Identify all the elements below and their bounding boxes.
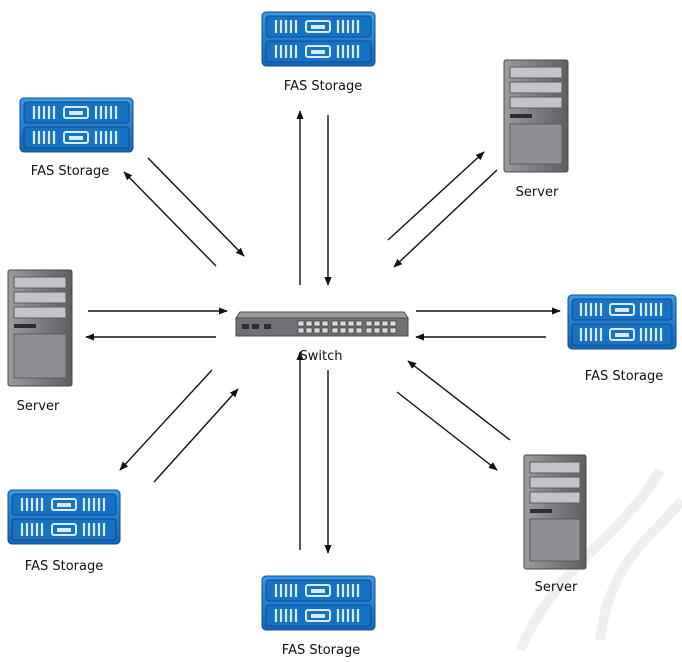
storage-lower-left-label: FAS Storage bbox=[25, 559, 103, 574]
storage-right-label: FAS Storage bbox=[585, 369, 663, 384]
connection-arrows bbox=[85, 110, 561, 554]
server-left-label: Server bbox=[17, 399, 60, 414]
arrow-switch-to-storage-upper-left bbox=[123, 171, 217, 267]
arrow-server-upper-right-to-switch bbox=[393, 169, 498, 268]
watermark bbox=[515, 467, 682, 653]
storage-icon bbox=[19, 97, 134, 153]
server-icon bbox=[523, 454, 587, 570]
arrow-switch-to-server-lower-right bbox=[396, 391, 498, 471]
storage-icon bbox=[567, 294, 677, 350]
storage-bottom-label: FAS Storage bbox=[282, 643, 360, 658]
server-upper-right-label: Server bbox=[516, 185, 559, 200]
storage-top-label: FAS Storage bbox=[284, 79, 362, 94]
arrow-storage-upper-left-to-switch bbox=[147, 157, 245, 257]
arrow-switch-to-server-upper-right bbox=[387, 151, 485, 241]
storage-icon bbox=[261, 11, 376, 67]
server-icon bbox=[7, 269, 73, 387]
switch-label: Switch bbox=[300, 349, 343, 364]
storage-upper-left-label: FAS Storage bbox=[31, 164, 109, 179]
arrow-server-lower-right-to-switch bbox=[407, 360, 511, 441]
switch-icon bbox=[235, 311, 409, 337]
server-icon bbox=[503, 59, 569, 173]
storage-icon bbox=[7, 489, 121, 545]
storage-icon bbox=[261, 575, 376, 631]
arrow-switch-to-storage-lower-left bbox=[119, 369, 213, 471]
server-lower-right-label: Server bbox=[535, 580, 578, 595]
arrow-storage-lower-left-to-switch bbox=[153, 388, 239, 483]
